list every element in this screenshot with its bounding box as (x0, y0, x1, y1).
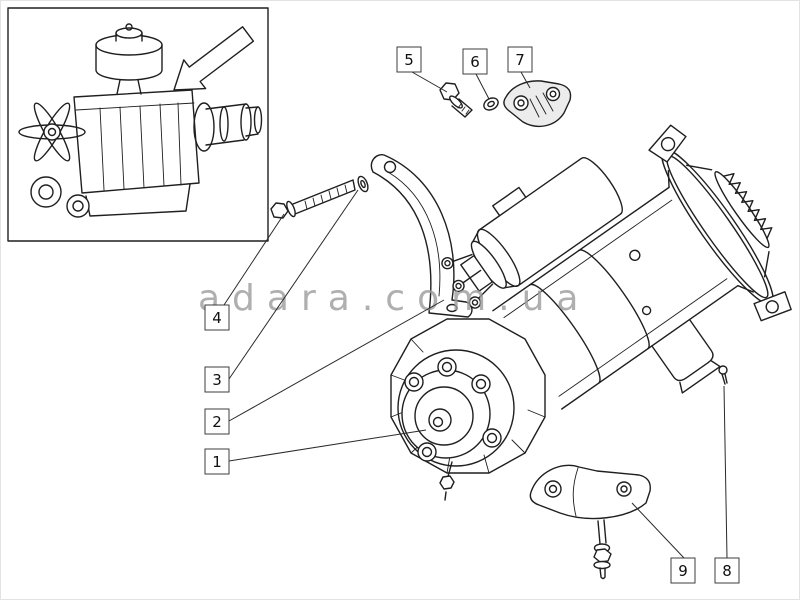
callout-5-label: 5 (404, 51, 414, 69)
location-arrow-icon (173, 26, 255, 91)
leader-lines (223, 71, 728, 559)
engine-drawing (18, 23, 263, 218)
callout-8: 8 (714, 557, 740, 584)
callout-2-label: 2 (212, 413, 222, 431)
drive-end-housing (648, 124, 792, 322)
callout-6: 6 (462, 48, 488, 75)
callout-3: 3 (204, 366, 230, 393)
callout-9-label: 9 (678, 562, 688, 580)
engine-inset (7, 7, 269, 242)
part-6-washer (483, 97, 499, 111)
starter-assembly (390, 124, 792, 501)
callout-7: 7 (507, 46, 533, 73)
pinion-gear-teeth (722, 172, 773, 240)
callout-6-label: 6 (470, 53, 480, 71)
callout-4: 4 (204, 304, 230, 331)
part-3-washer (357, 175, 369, 193)
callout-9: 9 (670, 557, 696, 584)
starter-body (441, 124, 792, 410)
callout-4-label: 4 (212, 309, 222, 327)
callout-7-label: 7 (515, 51, 525, 69)
part-4-bolt (270, 179, 356, 219)
rear-end-cap (390, 318, 546, 501)
solenoid (441, 157, 623, 309)
callout-1-label: 1 (212, 453, 222, 471)
callout-3-label: 3 (212, 371, 222, 389)
part-8-pin (718, 365, 728, 385)
part-7-bracket (503, 80, 572, 128)
callout-1: 1 (204, 448, 230, 475)
callout-5: 5 (396, 46, 422, 73)
callout-2: 2 (204, 408, 230, 435)
watermark: adara.com.ua (198, 278, 590, 319)
part-9-bracket (529, 464, 651, 580)
callout-8-label: 8 (722, 562, 732, 580)
part-5-bolt (439, 82, 473, 118)
part-2-bracket-strap (370, 154, 473, 318)
